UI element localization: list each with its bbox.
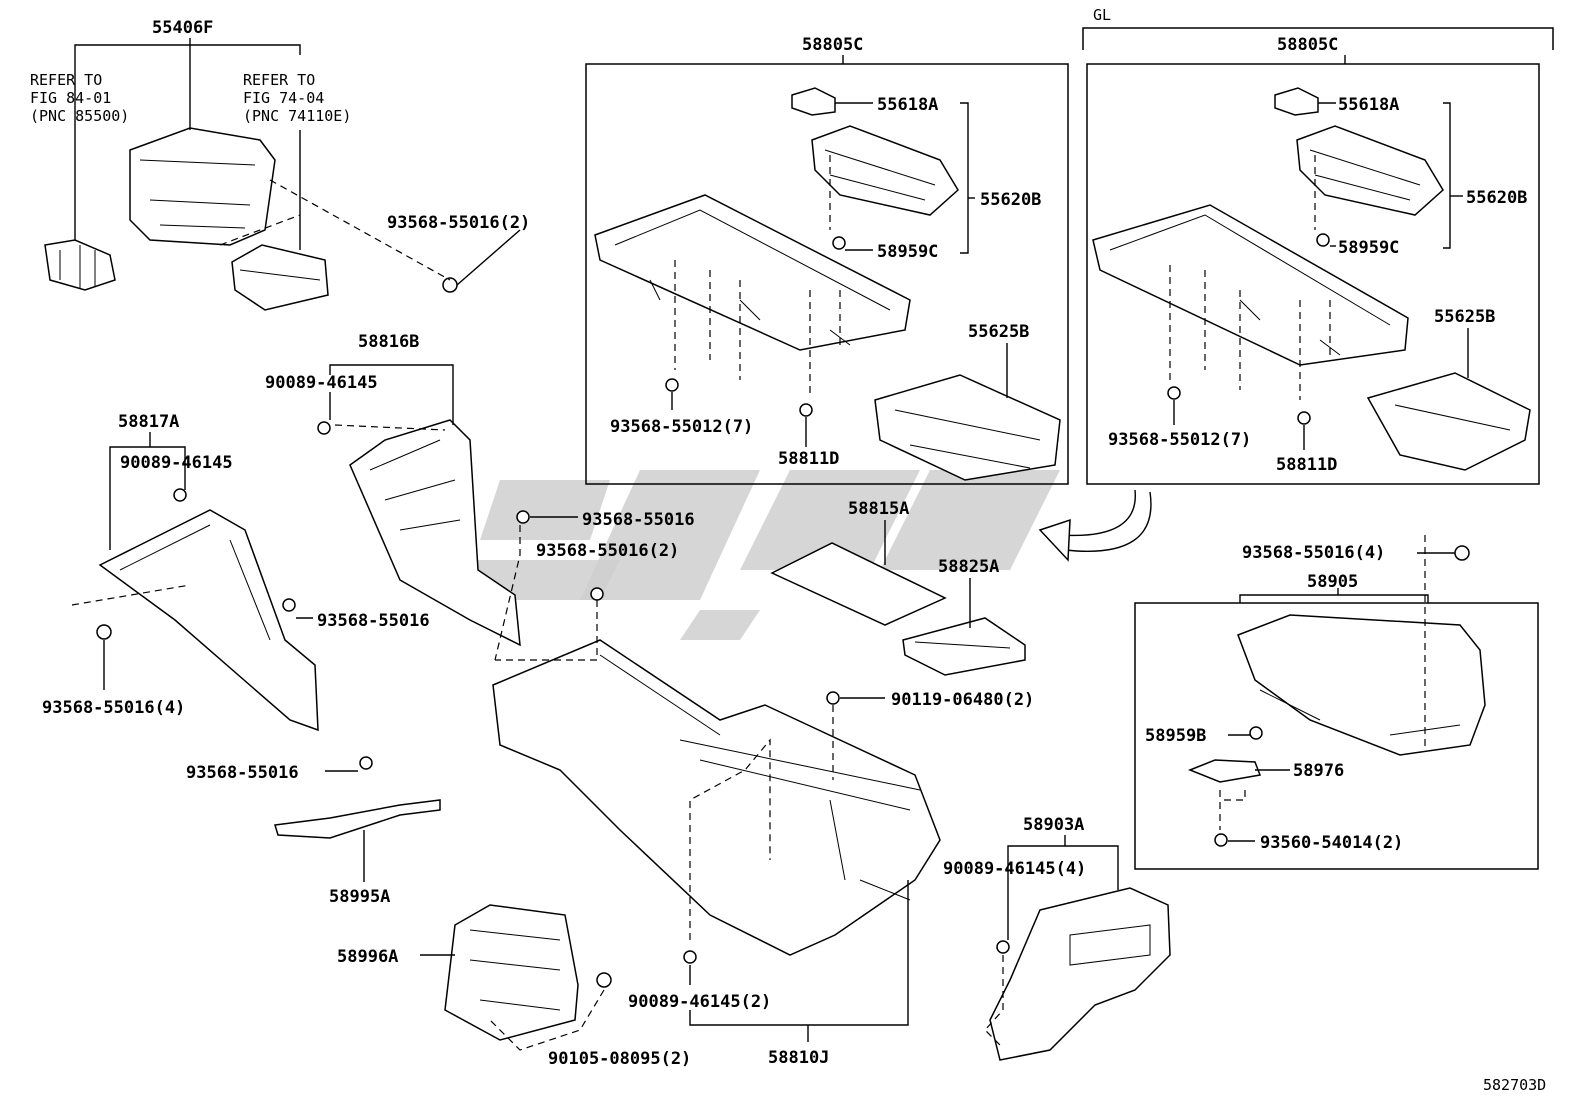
label-90089-46145-b: 90089-46145 [120, 453, 233, 473]
label-58996a: 58996A [337, 947, 398, 967]
label-93568-55016-4-right: 93568-55016(4) [1242, 543, 1385, 563]
label-58805c-a: 58805C [802, 35, 863, 55]
label-93568-55016-2-mid: 93568-55016(2) [536, 541, 679, 561]
label-55625b-a: 55625B [968, 322, 1029, 342]
part-duct-58996a [444, 904, 579, 1041]
label-58810j: 58810J [768, 1048, 829, 1068]
part-armrest-58905 [1237, 614, 1486, 756]
refer-note-left-2: FIG 84-01 [30, 89, 111, 107]
part-side-panel-58816b [349, 419, 521, 647]
label-93560-54014: 93560-54014(2) [1260, 833, 1403, 853]
label-58815a: 58815A [848, 499, 909, 519]
label-58805c-b: 58805C [1277, 35, 1338, 55]
drawing-code: 582703D [1483, 1076, 1546, 1094]
label-55620b-b: 55620B [1466, 188, 1527, 208]
group-box-58905 [1134, 602, 1539, 870]
refer-note-left-3: (PNC 85500) [30, 107, 129, 125]
label-90105-08095: 90105-08095(2) [548, 1049, 691, 1069]
label-93568-55016-mid: 93568-55016 [582, 510, 695, 530]
group-box-58805c-left [585, 63, 1069, 485]
label-58976: 58976 [1293, 761, 1344, 781]
label-93568-55016-left: 93568-55016 [317, 611, 430, 631]
label-90089-46145-a: 90089-46145 [265, 373, 378, 393]
part-lid-55620b-a [811, 125, 959, 216]
part-side-panel-58817a [98, 509, 319, 732]
label-90119-06480: 90119-06480(2) [891, 690, 1034, 710]
part-console-body-58810j [492, 639, 941, 956]
label-58816b: 58816B [358, 332, 419, 352]
group-box-58805c-right [1086, 63, 1540, 485]
refer-note-right-1: REFER TO [243, 71, 315, 89]
leader-lines [74, 38, 1469, 1042]
label-58959c-b: 58959C [1338, 238, 1399, 258]
fastener-bolts [96, 233, 1470, 988]
part-tray-55625b-a [874, 374, 1061, 481]
part-console-top-a [594, 194, 911, 351]
label-58825a: 58825A [938, 557, 999, 577]
label-55618a-b: 55618A [1338, 95, 1399, 115]
label-93568-55016-4-left: 93568-55016(4) [42, 698, 185, 718]
refer-note-right-3: (PNC 74110E) [243, 107, 351, 125]
dashed-assembly-lines [71, 155, 1426, 1051]
refer-note-right-2: FIG 74-04 [243, 89, 324, 107]
part-hinge-58976 [1187, 759, 1262, 783]
label-58959c-a: 58959C [877, 242, 938, 262]
part-ashtray [231, 244, 329, 311]
label-58995a: 58995A [329, 887, 390, 907]
label-58905: 58905 [1307, 572, 1358, 592]
refer-note-left-1: REFER TO [30, 71, 102, 89]
label-93568-55012-b: 93568-55012(7) [1108, 430, 1251, 450]
part-console-top-b [1092, 204, 1409, 366]
label-58903a: 58903A [1023, 815, 1084, 835]
part-clip-55618a-b [1274, 87, 1319, 116]
label-55406f: 55406F [152, 18, 213, 38]
label-58811d-b: 58811D [1276, 455, 1337, 475]
part-clip-55618a-a [791, 87, 836, 116]
label-55620b-a: 55620B [980, 190, 1041, 210]
rotation-arrow [1038, 489, 1152, 562]
label-93568-55016-bracket: 93568-55016 [186, 763, 299, 783]
callout-labels: 55406F REFER TO FIG 84-01 (PNC 85500) RE… [30, 6, 1546, 1094]
label-93568-55016-2-top: 93568-55016(2) [387, 213, 530, 233]
label-55618a-a: 55618A [877, 95, 938, 115]
label-90089-46145-4: 90089-46145(4) [943, 859, 1086, 879]
part-rear-panel-58903a [989, 887, 1171, 1061]
part-bezel-55406f [129, 127, 276, 246]
label-90089-46145-2: 90089-46145(2) [628, 992, 771, 1012]
label-93568-55012-a: 93568-55012(7) [610, 417, 753, 437]
label-55625b-b: 55625B [1434, 307, 1495, 327]
part-tray-58825a [902, 617, 1026, 676]
label-58811d-a: 58811D [778, 449, 839, 469]
part-tray-55625b-b [1366, 372, 1531, 471]
part-lid-55620b-b [1296, 125, 1444, 216]
gl-bracket [1082, 27, 1554, 50]
part-bracket-58995a [274, 799, 441, 839]
watermark-logo [450, 470, 1060, 640]
part-socket [44, 239, 116, 291]
label-58817a: 58817A [118, 412, 179, 432]
part-mat-58815a [770, 542, 947, 626]
label-58959b: 58959B [1145, 726, 1206, 746]
gl-tag: GL [1093, 6, 1111, 24]
